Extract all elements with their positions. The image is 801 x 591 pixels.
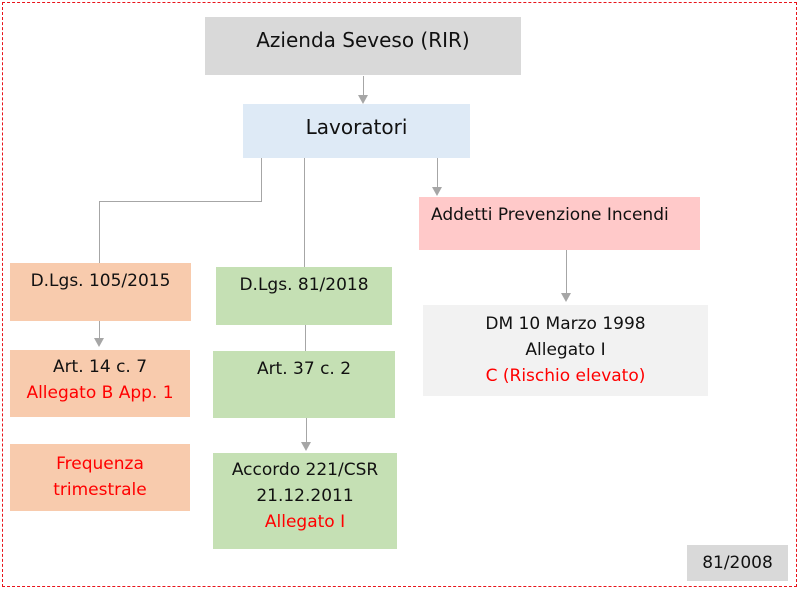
footer-badge-label: 81/2008 xyxy=(702,553,773,573)
arrow-down-icon xyxy=(561,293,571,302)
node-dlgs-105-2015: D.Lgs. 105/2015 xyxy=(10,263,191,321)
node-frequency: Frequenza trimestrale xyxy=(10,444,190,511)
node-workers: Lavoratori xyxy=(243,104,470,158)
node-accordo-line2: 21.12.2011 xyxy=(256,486,354,506)
node-workers-label: Lavoratori xyxy=(305,115,408,139)
node-fire-wardens: Addetti Prevenzione Incendi xyxy=(419,197,700,250)
arrow-down-icon xyxy=(358,95,368,104)
connector-fire-detail xyxy=(566,250,567,293)
node-dm-line3: C (Rischio elevato) xyxy=(485,366,646,386)
node-dm-line1: DM 10 Marzo 1998 xyxy=(485,314,646,334)
node-dlgs-105-label: D.Lgs. 105/2015 xyxy=(30,271,171,291)
node-dlgs-81-label: D.Lgs. 81/2018 xyxy=(239,275,369,295)
node-dm-1998: DM 10 Marzo 1998 Allegato I C (Rischio e… xyxy=(423,305,708,396)
arrow-down-icon xyxy=(94,338,104,347)
connector-workers-seveso-h xyxy=(99,201,262,202)
connector-article-agreement xyxy=(306,417,307,442)
connector-seveso-article xyxy=(99,320,100,338)
node-art14-line2: Allegato B App. 1 xyxy=(26,383,174,403)
node-fire-wardens-label: Addetti Prevenzione Incendi xyxy=(431,205,669,225)
node-dm-line2: Allegato I xyxy=(525,340,606,360)
node-accordo-line1: Accordo 221/CSR xyxy=(231,460,379,480)
connector-workers-fire xyxy=(437,157,438,187)
node-accordo-line3: Allegato I xyxy=(264,512,346,532)
node-art-37: Art. 37 c. 2 xyxy=(213,351,395,418)
connector-workers-seveso-v xyxy=(99,201,100,264)
node-art14-line1: Art. 14 c. 7 xyxy=(52,357,148,377)
arrow-down-icon xyxy=(432,187,442,196)
node-root: Azienda Seveso (RIR) xyxy=(205,17,521,75)
connector-root-workers xyxy=(363,76,364,96)
footer-badge: 81/2008 xyxy=(687,545,788,581)
node-art37-label: Art. 37 c. 2 xyxy=(256,359,352,379)
node-accordo: Accordo 221/CSR 21.12.2011 Allegato I xyxy=(213,453,397,549)
connector-workers-safety xyxy=(304,157,305,267)
node-frequency-line2: trimestrale xyxy=(53,480,147,500)
node-art-14: Art. 14 c. 7 Allegato B App. 1 xyxy=(10,350,190,417)
connector-workers-seveso xyxy=(261,157,262,201)
node-frequency-line1: Frequenza xyxy=(56,454,144,474)
node-dlgs-81-2018: D.Lgs. 81/2018 xyxy=(216,267,392,325)
connector-safety-article xyxy=(305,324,306,352)
node-root-label: Azienda Seveso (RIR) xyxy=(256,28,470,52)
arrow-down-icon xyxy=(301,442,311,451)
